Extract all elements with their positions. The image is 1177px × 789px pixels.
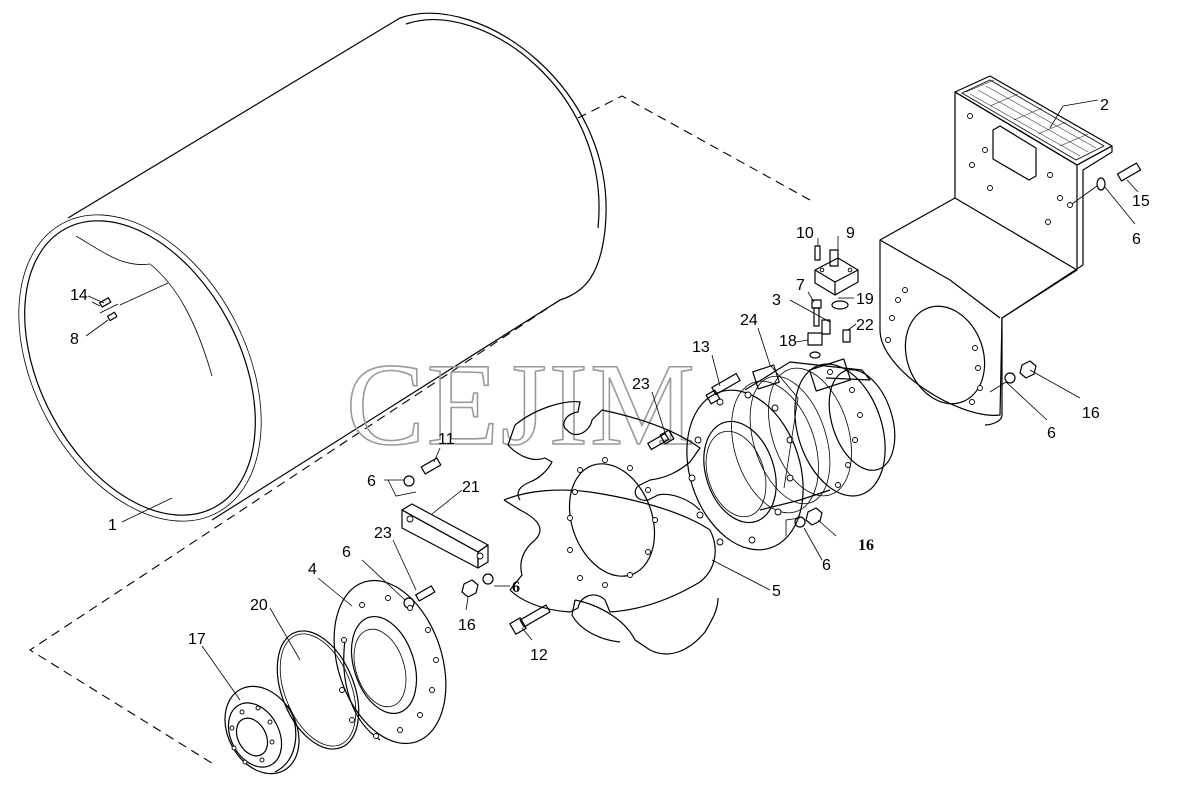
callout-16-housing: 16 <box>858 537 874 554</box>
callout-5: 5 <box>772 583 781 600</box>
callout-23-upper: 23 <box>632 376 650 393</box>
housing-bolt-holes <box>827 369 863 488</box>
part-7-bolt <box>811 299 822 327</box>
part-19-washer <box>831 300 849 310</box>
callout-16-bracket: 16 <box>1082 405 1100 422</box>
part-16-nut-lower <box>794 507 823 528</box>
callout-2: 2 <box>1100 97 1109 114</box>
element-bolt-holes <box>567 457 658 588</box>
flange-bolt-holes <box>688 391 794 546</box>
callout-6-clamp-right: 6 <box>512 579 520 596</box>
callout-12: 12 <box>530 647 548 664</box>
watermark-text: CEJIM <box>346 339 697 470</box>
callout-1: 1 <box>108 517 117 534</box>
part-13-bolt <box>705 372 741 405</box>
callout-6-housing-lower: 6 <box>822 557 831 574</box>
part-16-nut-lower-left <box>461 579 479 598</box>
part-14-screw <box>91 297 112 308</box>
callout-24: 24 <box>740 312 758 329</box>
callout-labels: 1 2 3 4 5 6 6 6 6 6 6 6 7 8 9 10 11 12 1… <box>70 97 1150 664</box>
callout-6-bracket-top: 6 <box>1132 231 1141 248</box>
part-2-step-bracket <box>879 75 1113 426</box>
callout-22: 22 <box>856 317 874 334</box>
part-22-plug <box>842 329 851 343</box>
callout-8: 8 <box>70 331 79 348</box>
part-housing-flange <box>686 389 804 551</box>
assembly-boundary-dashed <box>28 95 811 766</box>
part-4-bearing-flange <box>333 579 447 745</box>
part-9-valve-block <box>814 249 859 296</box>
part-21-clamp-block <box>401 503 489 569</box>
callout-14: 14 <box>70 287 88 304</box>
callout-23-lower: 23 <box>374 525 392 542</box>
callout-4: 4 <box>308 561 317 578</box>
part-24-gearbox-housing <box>731 358 896 514</box>
callout-3: 3 <box>772 292 781 309</box>
part-17-bearing <box>224 685 300 775</box>
part-23-bolt-upper <box>647 429 675 451</box>
part-5-elastic-element <box>503 401 719 655</box>
callout-19: 19 <box>856 291 874 308</box>
callout-11: 11 <box>438 431 455 448</box>
part-3-fitting <box>821 319 831 335</box>
part-8-screw <box>85 311 118 337</box>
bracket-bolt-holes <box>885 113 1073 405</box>
part-10-screw <box>814 245 821 261</box>
part-20-o-ring <box>276 630 360 750</box>
callout-7: 7 <box>796 277 805 294</box>
bearing-rollers <box>229 705 275 765</box>
callout-6-bearing-flange: 6 <box>342 544 351 561</box>
callout-13: 13 <box>692 339 710 356</box>
part-11-screw <box>420 457 442 475</box>
part-6-washer-upper <box>403 475 415 487</box>
callout-6-clamp-upper: 6 <box>367 473 376 490</box>
part-18-fitting <box>807 332 823 359</box>
callout-15: 15 <box>1132 193 1150 210</box>
callout-21: 21 <box>462 479 480 496</box>
part-23-bolt-lower <box>415 585 436 602</box>
callout-6-bracket-bottom: 6 <box>1047 425 1056 442</box>
part-1-drum-shell <box>18 12 607 522</box>
callout-20: 20 <box>250 597 268 614</box>
callout-18: 18 <box>779 333 797 350</box>
bearing-flange-holes <box>339 595 439 739</box>
leader-lines <box>87 99 1139 701</box>
callout-10: 10 <box>796 225 814 242</box>
part-6-washer-lower-right <box>482 573 494 585</box>
callout-9: 9 <box>846 225 855 242</box>
callout-17: 17 <box>188 631 206 648</box>
part-12-bolt <box>509 604 551 635</box>
callout-16-clamp: 16 <box>458 617 476 634</box>
part-15-bolt <box>1096 162 1142 191</box>
part-16-nut-right <box>1004 360 1037 384</box>
